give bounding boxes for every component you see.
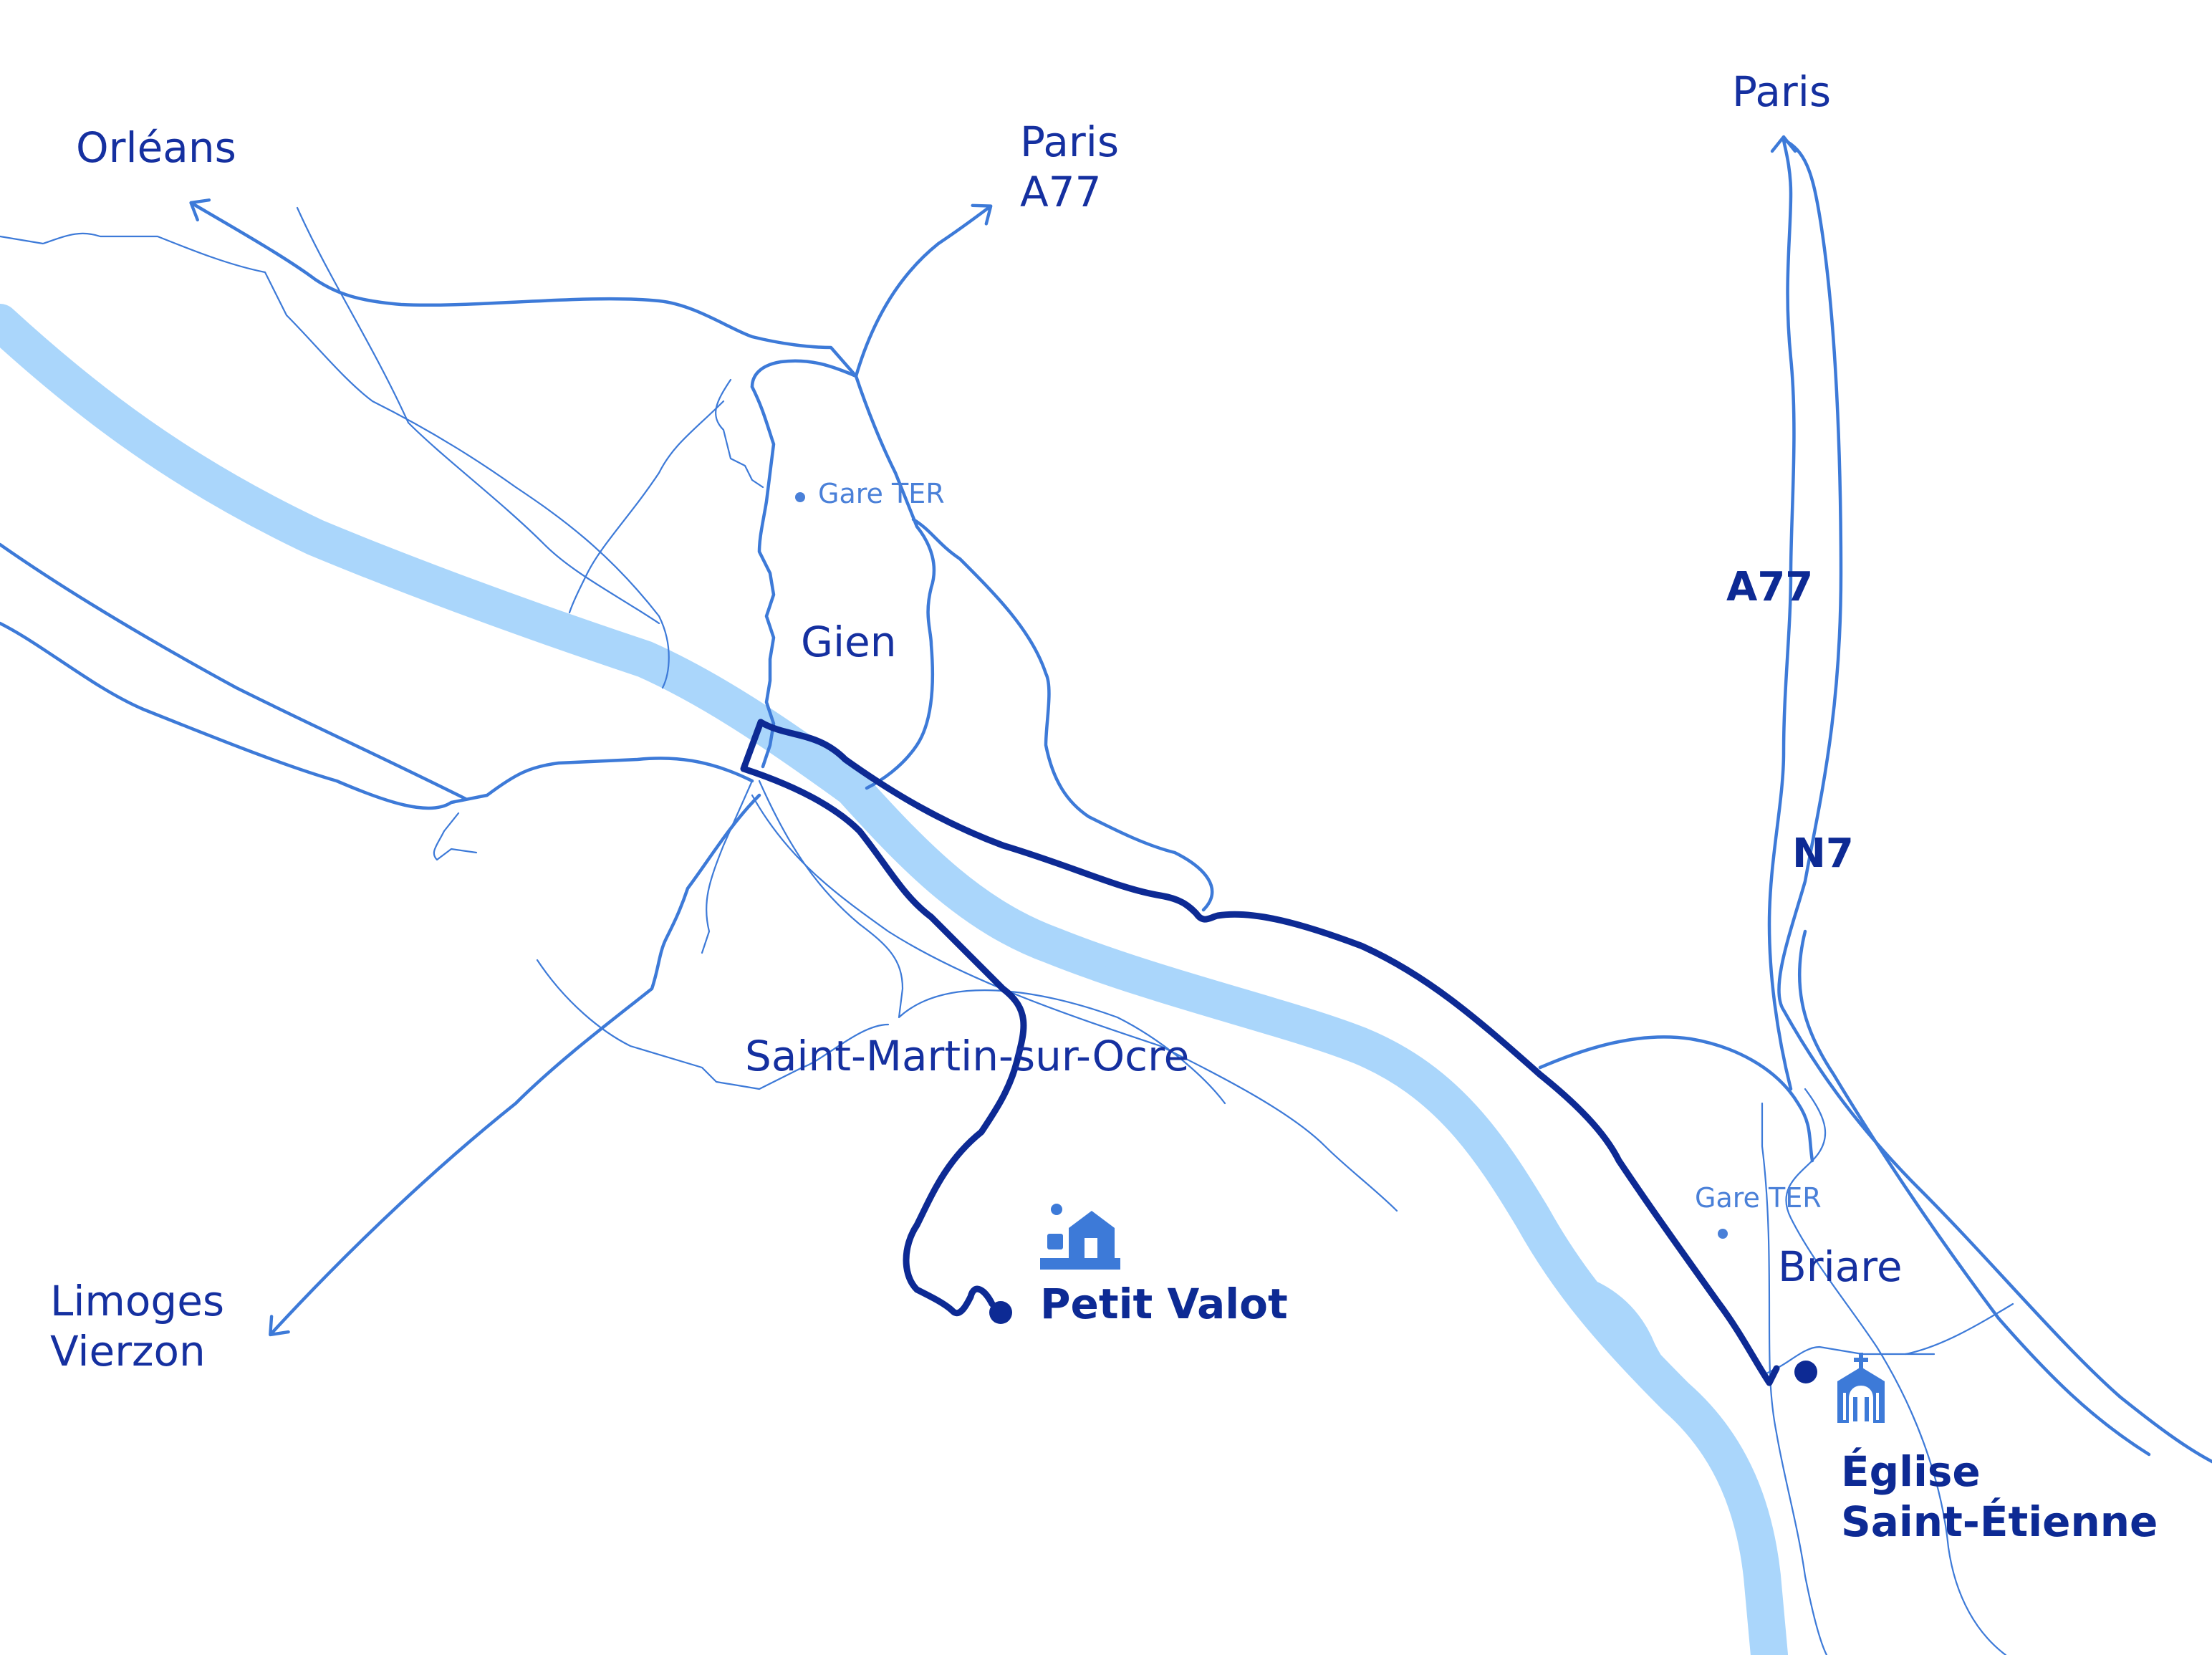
eglise-marker[interactable]: [1794, 1361, 1817, 1383]
destination-paris-a77-line2: A77: [1020, 167, 1102, 216]
destination-vierzon: Vierzon: [50, 1326, 206, 1376]
destination-limoges: Limoges: [50, 1277, 225, 1325]
poi-petit-valot[interactable]: Petit Valot: [1040, 1280, 1288, 1328]
briare-station-dot: [1718, 1229, 1728, 1239]
poi-eglise-line2: Saint-Étienne: [1841, 1497, 2158, 1546]
destination-paris-north: Paris: [1732, 67, 1832, 116]
destination-paris-a77: Paris A77: [1020, 117, 1119, 217]
briare-station-label: Gare TER: [1695, 1182, 1822, 1214]
main-roads: [0, 135, 2212, 1464]
minor-roads: [0, 206, 2014, 1655]
poi-eglise-line1: Église: [1841, 1447, 1981, 1496]
destination-limoges-vierzon: Limoges Vierzon: [50, 1277, 224, 1376]
itinerary-route: [740, 719, 1780, 1386]
gien-station-dot: [795, 492, 805, 502]
town-briare: Briare: [1778, 1242, 1903, 1291]
farmhouse-icon: [1040, 1204, 1120, 1270]
town-gien: Gien: [801, 618, 897, 666]
petit-valot-marker[interactable]: [989, 1301, 1012, 1324]
destination-orleans: Orléans: [76, 123, 236, 172]
road-label-n7: N7: [1792, 830, 1854, 877]
river-loire: [0, 304, 1788, 1655]
road-label-a77: A77: [1726, 564, 1814, 610]
church-icon: [1837, 1353, 1885, 1423]
gien-station-label: Gare TER: [818, 478, 945, 509]
town-saint-martin: Saint-Martin-sur-Ocre: [745, 1032, 1190, 1080]
destination-paris-a77-line1: Paris: [1020, 117, 1120, 166]
poi-eglise-saint-etienne[interactable]: Église Saint-Étienne: [1841, 1447, 2158, 1547]
